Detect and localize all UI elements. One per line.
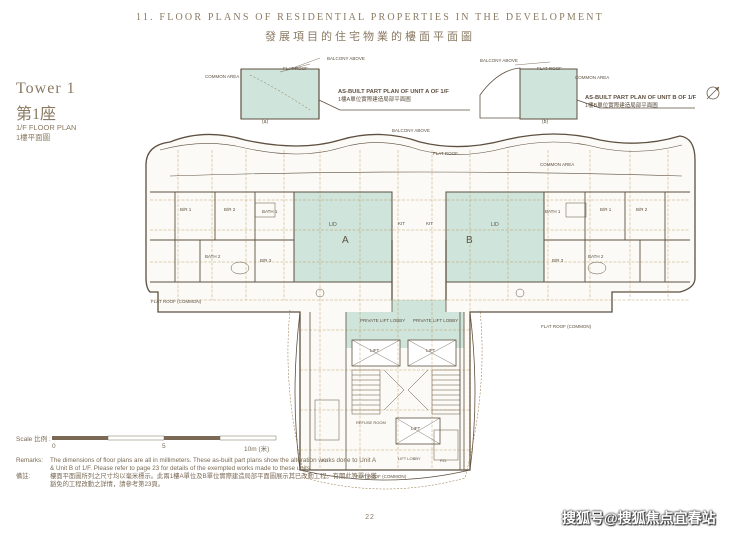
pipe-duct-a: P.D. <box>322 458 329 463</box>
remarks-label-en: Remarks: <box>16 457 43 464</box>
private-lift-lobby-a: PRIVATE LIFT LOBBY <box>360 318 405 323</box>
lift-3: LIFT <box>411 426 421 431</box>
private-lift-lobby-b: PRIVATE LIFT LOBBY <box>413 318 458 323</box>
section-title-en: 11. FLOOR PLANS OF RESIDENTIAL PROPERTIE… <box>136 12 604 23</box>
callout-unit-a-en: AS-BUILT PART PLAN OF UNIT A OF 1/F <box>338 89 449 95</box>
room-br3-b: B/R 3 <box>552 258 564 263</box>
room-br2-b: B/R 2 <box>636 207 648 212</box>
floor-plan-label-zh: 1樓平面圖 <box>16 133 51 142</box>
scale-zero: 0 <box>52 443 56 450</box>
callout-unit-b-zh: 1樓B單位實際建造局部平面圖 <box>585 101 658 109</box>
section-title-zh: 發展項目的住宅物業的樓面平面圖 <box>265 31 475 43</box>
remarks-label-zh: 備註: <box>16 473 31 481</box>
room-bath2-b: BATH 2 <box>588 254 604 259</box>
watermark: 搜狐号@搜狐焦点宜春站 <box>562 510 716 526</box>
floor-plan-label-en: 1/F FLOOR PLAN <box>16 123 77 132</box>
callout-balcony-b: BALCONY ABOVE <box>480 58 518 63</box>
callout-common-area-b: COMMON AREA <box>575 75 609 80</box>
main-floor-plan <box>145 133 696 490</box>
unit-label-a: A <box>342 235 349 246</box>
scale-five: 5 <box>162 443 166 450</box>
room-br3-a: B/R 3 <box>260 258 272 263</box>
inset-plan-unit-a <box>240 57 470 120</box>
room-ld-a: L/D <box>329 222 337 228</box>
callout-unit-b-en: AS-BUILT PART PLAN OF UNIT B OF 1/F <box>585 95 697 101</box>
room-bath1-a: BATH 1 <box>262 209 278 214</box>
callout-flat-roof-main: FLAT ROOF <box>433 151 458 156</box>
scale-bar <box>52 435 277 441</box>
remarks-text-en: The dimensions of floor plans are all in… <box>50 457 376 473</box>
callout-common-area-a: COMMON AREA <box>205 74 239 79</box>
room-br1-a: B/R 1 <box>180 207 192 212</box>
callout-flat-roof-common-bottom: FLAT ROOF (COMMON) <box>356 474 407 479</box>
room-bath1-b: BATH 1 <box>545 209 561 214</box>
tower-name-en: Tower 1 <box>16 80 76 97</box>
scale-label: Scale 比例 : <box>16 436 51 443</box>
tower-title: Tower 1 第1座 <box>16 80 76 124</box>
floor-plan-label: 1/F FLOOR PLAN 1樓平面圖 <box>16 123 76 143</box>
remarks-text-zh: 樓面平面圖所列之尺寸均以毫米標示。此兩1樓A單位及B單位實際建造局部平面圖展示其… <box>50 473 377 489</box>
inset-plan-unit-b <box>479 61 695 120</box>
callout-flat-roof-common-right: FLAT ROOF (COMMON) <box>541 324 592 329</box>
callout-balcony-a: BALCONY ABOVE <box>327 56 365 61</box>
lift-2: LIFT <box>426 348 436 353</box>
callout-unit-a-zh: 1樓A單位實際建造局部平面圖 <box>338 95 411 103</box>
callout-balcony-main: BALCONY ABOVE <box>392 128 430 133</box>
unit-label-b: B <box>466 235 473 246</box>
pipe-duct-b: P.D. <box>440 458 447 463</box>
refuse-room: REFUSE ROOM <box>356 420 386 425</box>
lift-1: LIFT <box>370 348 380 353</box>
callout-flat-roof-a: FLAT ROOF <box>283 66 308 71</box>
compass-icon <box>706 86 720 100</box>
room-kit-b: KIT <box>426 221 433 226</box>
tag-b: (b) <box>542 119 548 125</box>
room-ld-b: L/D <box>491 222 499 228</box>
room-br2-a: B/R 2 <box>224 207 236 212</box>
scale-ten: 10m (米) <box>244 446 270 453</box>
callout-common-area-main: COMMON AREA <box>540 162 574 167</box>
remarks: Remarks: The dimensions of floor plans ar… <box>16 457 380 489</box>
page-number: 22 <box>365 514 375 521</box>
room-br1-b: B/R 1 <box>600 207 612 212</box>
tag-a: (a) <box>262 119 268 125</box>
callout-flat-roof-common-left: FLAT ROOF (COMMON) <box>151 299 202 304</box>
callout-flat-roof-b: FLAT ROOF <box>537 66 562 71</box>
room-kit-a: KIT <box>398 221 405 226</box>
room-bath2-a: BATH 2 <box>205 254 221 259</box>
lift-lobby: LIFT LOBBY <box>398 456 421 461</box>
tower-name-zh: 第1座 <box>16 106 57 123</box>
